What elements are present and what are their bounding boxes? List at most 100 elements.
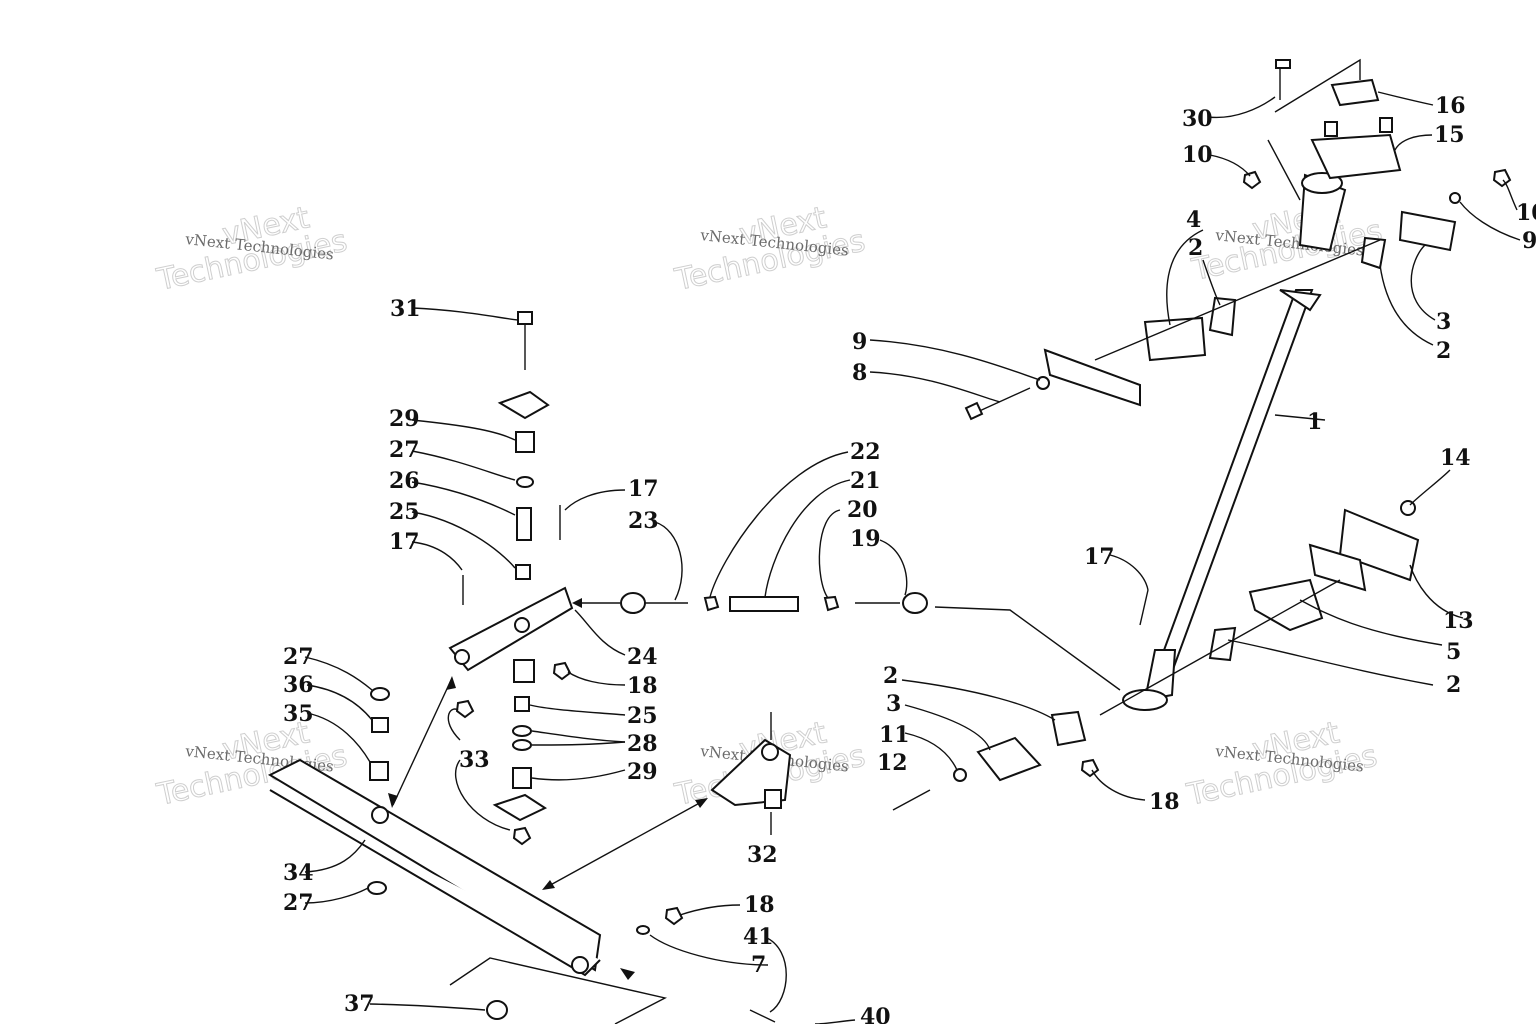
- leader-2: [1202, 259, 1221, 306]
- bushing-block-3: [976, 736, 1042, 782]
- double-arrow-line: [392, 677, 453, 806]
- leader-40: [814, 1019, 856, 1024]
- pin-40: [749, 1009, 776, 1023]
- callout-2: 2: [1188, 235, 1203, 261]
- callout-3: 3: [1436, 309, 1451, 335]
- callout-29: 29: [389, 406, 420, 432]
- bushing-half-2: [1050, 710, 1087, 747]
- clamp-boss: [1379, 117, 1393, 133]
- drag-link: [267, 676, 776, 1024]
- nut-18: [552, 661, 572, 681]
- leader-5: [1299, 599, 1443, 646]
- callout-numbers: 1 2 2 2 2 3 3 4 5 7 8 9 9 10 10 11 12 13…: [283, 93, 1536, 1024]
- callout-2: 2: [883, 663, 898, 689]
- leader-21: [764, 479, 851, 598]
- callout-25: 25: [627, 703, 658, 729]
- nut-18: [1080, 758, 1100, 778]
- leader-24: [574, 609, 626, 656]
- callout-1: 1: [1307, 409, 1322, 435]
- leader-28: [531, 741, 626, 746]
- callout-3: 3: [886, 691, 901, 717]
- callout-17: 17: [628, 476, 659, 502]
- callout-30: 30: [1182, 106, 1213, 132]
- frame-bracket: [1043, 348, 1141, 407]
- steering-post: [1122, 172, 1347, 711]
- callout-25: 25: [389, 499, 420, 525]
- washer-9: [1449, 192, 1461, 204]
- leader-11: [904, 732, 958, 771]
- leader-9: [1459, 201, 1521, 241]
- rod-end-23: [620, 592, 646, 614]
- callout-18: 18: [744, 892, 775, 918]
- callout-31: 31: [390, 296, 421, 322]
- steering-arm-assembly: [448, 311, 574, 846]
- bolt-8: [974, 387, 1031, 414]
- callout-36: 36: [283, 672, 314, 698]
- nut-18: [664, 906, 684, 926]
- spacer-26: [516, 507, 532, 541]
- double-arrow-line: [544, 799, 706, 889]
- lower-bushings: [892, 500, 1420, 811]
- leader-9: [869, 339, 1041, 381]
- arm-boss: [764, 789, 782, 809]
- leader-36: [306, 684, 373, 721]
- rod-end-19: [902, 592, 928, 614]
- leader-17: [411, 541, 463, 571]
- leader-lines: [304, 91, 1521, 1024]
- upper-frame-bracket: [964, 348, 1141, 421]
- leader-31: [412, 307, 519, 321]
- watermark-upper-right: Technologies vNext vNext Technologies: [1188, 195, 1386, 289]
- steering-post-collar: [1279, 289, 1322, 312]
- nut-10: [1242, 170, 1262, 190]
- callout-15: 15: [1434, 122, 1465, 148]
- callout-2: 2: [1436, 338, 1451, 364]
- arm-hole: [514, 617, 530, 633]
- lower-clamp-block: [1310, 133, 1402, 180]
- callout-10: 10: [1516, 200, 1536, 226]
- leader-29: [531, 769, 626, 781]
- washer-plate: [497, 390, 550, 420]
- bolt-12: [892, 789, 931, 811]
- leader-29: [411, 419, 516, 441]
- arm-hole: [454, 649, 470, 665]
- ball-joint-37: [486, 1000, 508, 1020]
- callout-29: 29: [627, 759, 658, 785]
- leader-26: [411, 481, 516, 516]
- callout-9: 9: [1522, 228, 1536, 254]
- tie-rod: [572, 592, 1121, 691]
- callout-7: 7: [751, 952, 766, 978]
- spacer-25: [514, 696, 530, 712]
- washer-11: [953, 768, 967, 782]
- leader-33: [454, 759, 511, 831]
- callout-28: 28: [627, 731, 658, 757]
- leader-3: [904, 704, 991, 751]
- spindle-arm-32: [710, 712, 792, 835]
- leader-13: [1409, 564, 1464, 619]
- callout-41: 41: [743, 924, 774, 950]
- leader-17: [564, 489, 626, 511]
- callout-26: 26: [389, 468, 420, 494]
- bolt-8-head: [964, 401, 984, 421]
- callout-13: 13: [1443, 608, 1474, 634]
- watermark-upper-left: Technologies vNext vNext Technologies: [153, 200, 351, 299]
- washer-plate: [492, 793, 548, 822]
- tie-rod-sleeve-21: [729, 596, 799, 612]
- leader-41: [764, 936, 787, 1013]
- spacer-25: [515, 564, 531, 580]
- callout-5: 5: [1446, 639, 1461, 665]
- callout-27: 27: [389, 437, 420, 463]
- bolt-31-head: [517, 311, 533, 325]
- leader-27: [304, 887, 369, 904]
- watermark-upper-middle: Technologies vNext vNext Technologies: [671, 200, 869, 299]
- detail-bracket: [449, 957, 668, 1024]
- arrow-head: [446, 676, 456, 690]
- nut-10: [1492, 168, 1512, 188]
- arm-hole: [761, 743, 779, 761]
- upper-axis-line: [1094, 239, 1381, 361]
- callout-34: 34: [283, 860, 314, 886]
- plate-13: [1338, 508, 1420, 582]
- callout-18: 18: [627, 673, 658, 699]
- bolt-30-head: [1275, 59, 1291, 69]
- washer-28: [512, 739, 532, 751]
- bushing-block-5: [1248, 578, 1324, 632]
